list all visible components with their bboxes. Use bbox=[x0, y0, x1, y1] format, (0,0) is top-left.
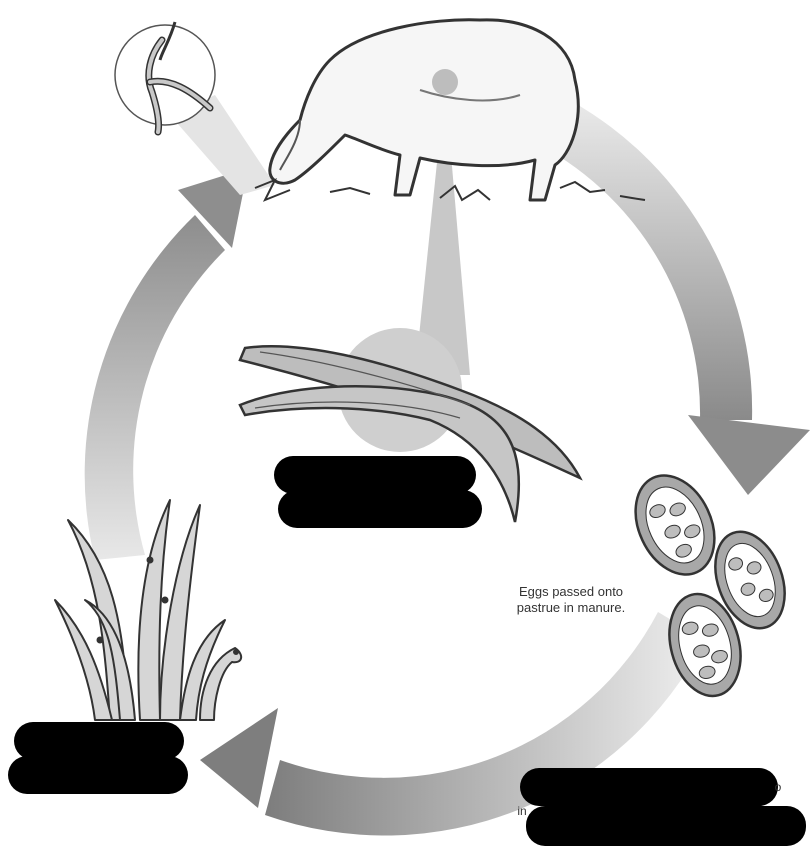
redacted-label-adult-1 bbox=[274, 456, 476, 494]
partial-caption-left: in bbox=[510, 804, 534, 818]
eggs-caption-line-2: pastrue in manure. bbox=[486, 600, 656, 616]
redacted-label-larvae-1 bbox=[14, 722, 184, 760]
grass-larvae-icon bbox=[55, 500, 241, 720]
cycle-arrow-to-eggs bbox=[530, 95, 810, 495]
eggs-caption-line-1: Eggs passed onto bbox=[486, 584, 656, 600]
redacted-label-hatch-1 bbox=[520, 768, 778, 806]
cycle-arrow-to-sheep bbox=[85, 168, 248, 560]
redacted-label-larvae-2 bbox=[8, 756, 188, 794]
partial-caption-right: o bbox=[770, 780, 786, 794]
redacted-label-hatch-2 bbox=[526, 806, 806, 846]
sheep-icon bbox=[270, 20, 578, 200]
eggs-caption: Eggs passed onto pastrue in manure. bbox=[486, 584, 656, 616]
redacted-label-adult-2 bbox=[278, 490, 482, 528]
